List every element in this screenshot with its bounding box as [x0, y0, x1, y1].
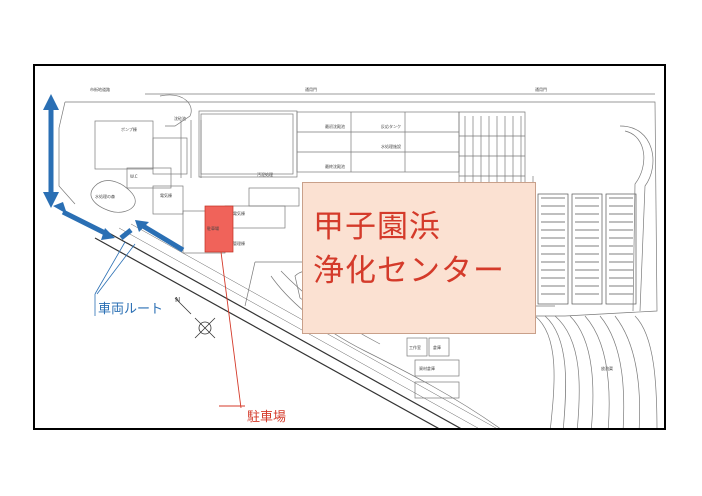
label-water-treat: 水処理施設	[381, 144, 401, 149]
label-pump: ポンプ棟	[121, 127, 137, 132]
facility-title-line2: 浄化センター	[313, 253, 505, 289]
label-road-top: 市街地道路	[90, 87, 110, 92]
label-tank2: 反応タンク	[381, 124, 401, 129]
site-map-frame: 市街地道路 ポンプ棟 沈砂池 W.C 電気棟 水処理の森 電気棟 管理棟 駐車場…	[33, 64, 666, 430]
facility-title-line1: 甲子園浜	[313, 209, 441, 245]
label-material: 資材倉庫	[419, 366, 435, 371]
label-parking-small: 駐車場	[207, 226, 219, 231]
label-compass: N	[175, 296, 181, 304]
label-electric: 電気棟	[160, 193, 172, 198]
label-entrance1: 通用門	[305, 87, 317, 92]
label-tank1: 最初沈殿池	[325, 124, 345, 129]
label-garden: 水処理の森	[95, 194, 115, 199]
compass-icon	[174, 297, 216, 339]
label-wc: W.C	[130, 174, 138, 179]
parking-lot	[204, 205, 234, 253]
label-mgmt: 管理棟	[233, 241, 245, 246]
parking-label: 駐車場	[247, 410, 287, 425]
label-workshop: 工作室	[409, 345, 421, 350]
label-electric2: 電気棟	[233, 211, 245, 216]
label-sludge: 汚泥処理	[257, 172, 273, 177]
site-map-drawing	[43, 93, 658, 428]
vehicle-route-label: 車両ルート	[98, 302, 164, 317]
label-entrance2: 通用門	[535, 87, 547, 92]
label-warehouse: 倉庫	[433, 345, 441, 350]
label-tank3: 最終沈殿池	[325, 164, 345, 169]
facility-title-box: 甲子園浜 浄化センター	[302, 182, 536, 334]
label-outfall: 放流渠	[601, 366, 613, 371]
label-left-top-bldg: 沈砂池	[174, 116, 186, 121]
